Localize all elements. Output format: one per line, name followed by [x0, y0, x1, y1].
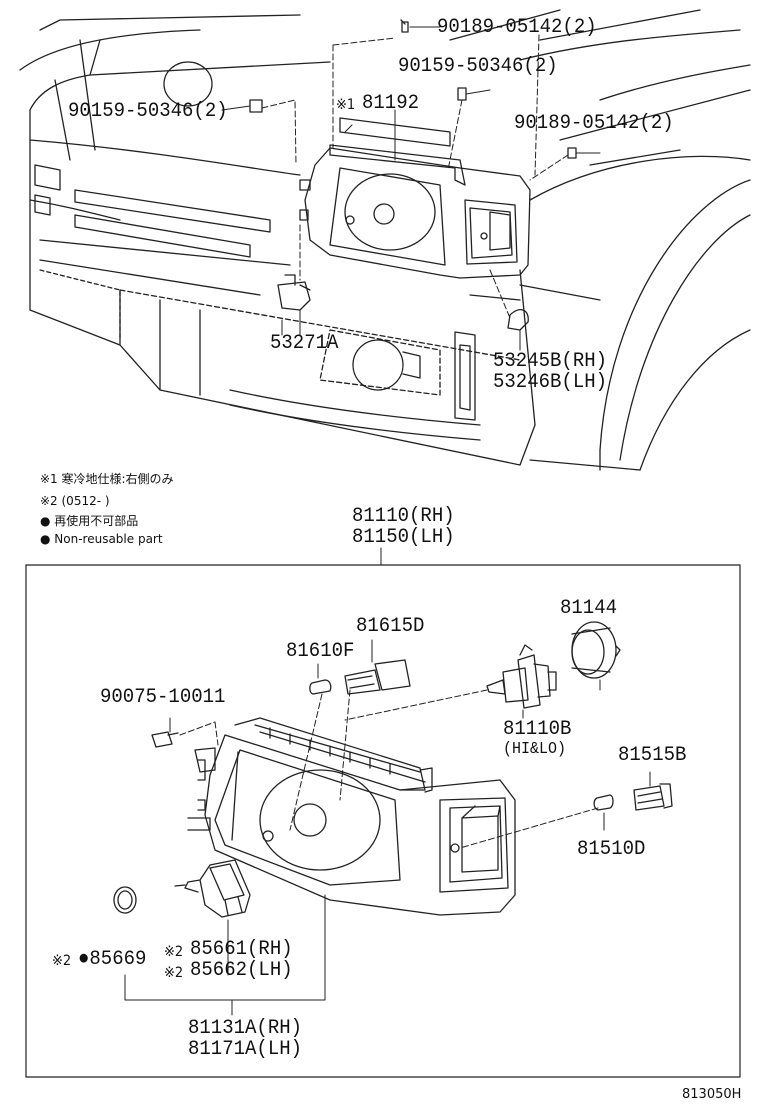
label-90189-05142-top: 90189-05142(2)	[437, 14, 597, 39]
lower-components	[113, 621, 673, 918]
label-81144: 81144	[560, 595, 618, 620]
label-81615d: 81615D	[356, 613, 425, 638]
label-81510d: 81510D	[577, 836, 646, 861]
assembly-box	[25, 564, 741, 1078]
label-85661-rh: 85661(RH)	[190, 936, 293, 961]
note-cold-area-spec: ※1 寒冷地仕様:右側のみ	[40, 472, 174, 486]
diagram-id: 813050H	[682, 1087, 742, 1102]
label-53245b: 53245B(RH)	[493, 348, 608, 373]
lower-headlamp-housing	[187, 717, 516, 916]
vehicle-front-outline	[19, 9, 751, 471]
label-53246b: 53246B(LH)	[493, 369, 608, 394]
label-81171a-lh: 81171A(LH)	[188, 1036, 303, 1061]
label-81110b-hi-lo: (HI&LO)	[503, 740, 567, 759]
note-non-reusable-en: ● Non-reusable part	[40, 532, 163, 546]
label-mark-1: ※1	[336, 97, 356, 114]
label-81515b: 81515B	[618, 742, 687, 767]
label-85662-lh: 85662(LH)	[190, 957, 293, 982]
label-81131a-rh: 81131A(RH)	[188, 1015, 303, 1040]
label-mark-2-o-ring: ※2	[52, 953, 72, 970]
label-90189-05142-right: 90189-05142(2)	[514, 110, 674, 135]
label-mark-2-lh: ※2	[164, 965, 184, 982]
note-date-range: ※2 (0512- )	[40, 494, 110, 508]
lower-leader-lines	[124, 639, 651, 1016]
label-53271a: 53271A	[270, 330, 339, 355]
label-81110-rh: 81110(RH)	[352, 503, 455, 528]
label-90159-50346-top: 90159-50346(2)	[398, 53, 558, 78]
label-85669: ●85669	[78, 946, 147, 971]
label-mark-2-rh: ※2	[164, 944, 184, 961]
note-non-reusable-jp: ● 再使用不可部品	[40, 514, 139, 528]
label-90159-50346-left: 90159-50346(2)	[68, 98, 228, 123]
label-81610f: 81610F	[286, 638, 355, 663]
label-90075-10011: 90075-10011	[100, 684, 226, 709]
upper-headlamp-assembly	[299, 117, 531, 279]
upper-leader-lines	[221, 26, 601, 351]
label-81192: 81192	[362, 90, 420, 115]
label-81110b: 81110B	[503, 716, 572, 741]
label-81150-lh: 81150(LH)	[352, 524, 455, 549]
